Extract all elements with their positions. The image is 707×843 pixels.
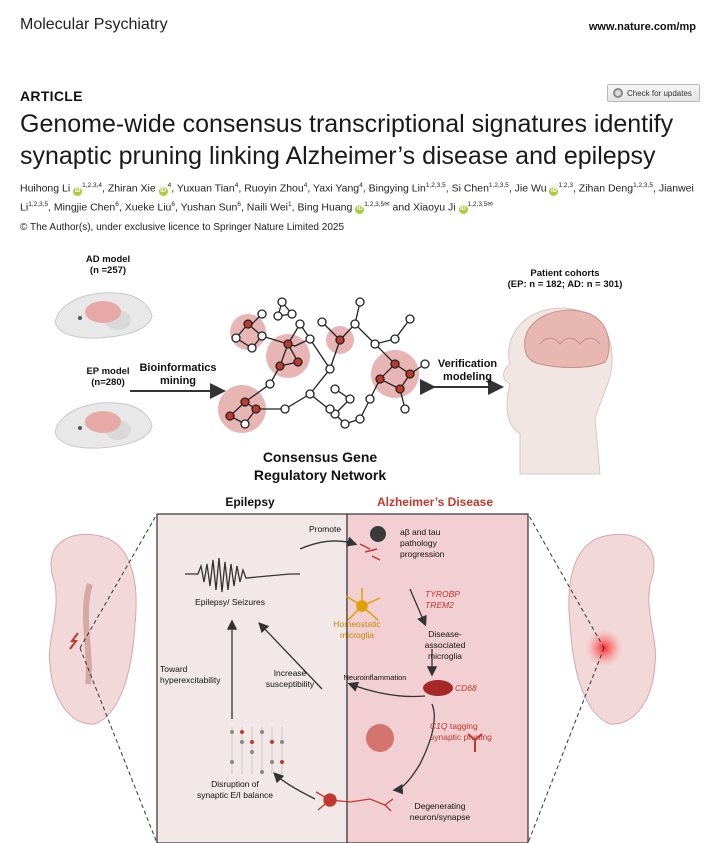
author-affiliation: 1	[288, 200, 292, 208]
author-name[interactable]: Jianwei Li	[20, 182, 694, 214]
author-name[interactable]: Huihong Li	[20, 182, 71, 195]
author-affiliation: 1,2,3,4	[82, 182, 103, 189]
journal-url[interactable]: www.nature.com/mp	[588, 21, 696, 33]
synaptic-pruning-icon	[366, 724, 394, 752]
author-name[interactable]: Bingying Lin	[368, 182, 426, 195]
author-affiliation: 1,2,3,5	[488, 182, 509, 189]
author-affiliation: 4	[167, 182, 172, 189]
author-name[interactable]: Zhiran Xie	[107, 182, 156, 195]
alzheimers-panel	[346, 513, 529, 843]
author-affiliation: 1,2,3,5	[28, 200, 49, 208]
check-for-updates-label: Check for updates	[627, 88, 692, 98]
arrow-to-degenerating	[392, 703, 435, 795]
tau-tangle-icon	[359, 543, 381, 561]
author-name[interactable]: Yuxuan Tian	[176, 182, 235, 195]
orcid-icon[interactable]: iD	[458, 205, 468, 214]
journal-name: Molecular Psychiatry	[20, 16, 168, 33]
ep-model-label: EP model(n=280)	[86, 366, 130, 388]
author-name[interactable]: Xiaoyu Ji	[412, 201, 456, 213]
author-name[interactable]: Naili Wei	[246, 201, 289, 213]
toward-hyperexcitability-label: Toward hyperexcitability	[160, 664, 221, 685]
author-name[interactable]: Si Chen	[451, 182, 489, 195]
c1q-tagging-label: C1Q tagging synaptic pruning	[430, 721, 492, 742]
alzheimers-header: Alzheimer’s Disease	[376, 495, 494, 509]
synaptic-grid-icon	[230, 727, 284, 774]
promote-label: Promote	[308, 524, 342, 534]
copyright-notice: © The Author(s), under exclusive licence…	[20, 222, 345, 233]
orcid-icon[interactable]: iD	[158, 186, 168, 196]
author-affiliation: 4	[234, 182, 239, 189]
neuroinflammation-label: Neuroinflammation	[343, 673, 407, 682]
check-for-updates-button[interactable]: Check for updates	[607, 84, 700, 102]
figure-graphics	[49, 292, 656, 843]
ad-model-label: AD model(n =257)	[85, 254, 131, 276]
article-title: Genome-wide consensus transcriptional si…	[20, 110, 674, 170]
cd68-microglia-icon	[423, 680, 453, 696]
author-name[interactable]: Yushan Sun	[180, 201, 238, 213]
author-name[interactable]: Zihan Deng	[578, 182, 634, 195]
author-affiliation: 4	[359, 182, 363, 189]
ad-mouse-illustration	[54, 292, 153, 339]
c1q-icon	[467, 733, 483, 752]
crossmark-icon	[613, 88, 623, 98]
eeg-trace	[185, 557, 300, 593]
author-name[interactable]: Ruoyin Zhou	[244, 182, 304, 195]
arrow-to-disruption	[273, 772, 316, 800]
zoom-line-right-top	[527, 513, 605, 649]
article-type-label: ARTICLE	[20, 88, 83, 104]
increase-susceptibility-label: Increase susceptibility	[265, 668, 315, 689]
epilepsy-header: Epilepsy	[225, 495, 275, 509]
promote-arrow	[299, 536, 358, 550]
patient-cohorts-label: Patient cohorts(EP: n = 182; AD: n = 301…	[507, 268, 623, 290]
arrow-increase-susceptibility	[258, 622, 323, 690]
amyloid-plaque-icon	[370, 526, 386, 542]
author-affiliation: 6	[237, 200, 241, 208]
author-list: Huihong Li iD1,2,3,4, Zhiran Xie iD4, Yu…	[20, 182, 694, 214]
right-brain-illustration	[568, 533, 656, 725]
zoom-line-right-bottom	[527, 647, 605, 843]
arrow-neuroinflammation	[347, 681, 426, 698]
author-affiliation: 1,2,3,5	[425, 182, 446, 189]
homeostatic-microglia-icon	[345, 588, 381, 621]
degenerating-neuron-label: Degenerating neuron/synapse	[409, 801, 471, 822]
author-name[interactable]: Jie Wu	[514, 182, 547, 195]
disease-microglia-label: Disease-associated microglia	[424, 629, 466, 661]
author-affiliation: 1,2,3	[558, 182, 573, 189]
epilepsy-seizures-label: Epilepsy/ Seizures	[195, 597, 265, 607]
ep-mouse-illustration	[54, 402, 153, 449]
author-affiliation: 1,2,3,5	[633, 182, 653, 189]
author-name[interactable]: Mingjie Chen	[53, 201, 116, 213]
orcid-icon[interactable]: iD	[355, 205, 365, 214]
patient-head-illustration	[503, 307, 613, 475]
abeta-tau-label: aβ and tau pathology progression	[400, 527, 445, 559]
author-name[interactable]: Bing Huang	[297, 201, 353, 213]
author-affiliation: 6	[171, 200, 176, 208]
orcid-icon[interactable]: iD	[549, 186, 559, 196]
author-affiliation: 1,2,3,5✉	[467, 200, 493, 208]
disruption-label: Disruption of synaptic E/I balance	[196, 779, 274, 800]
homeostatic-microglia-label: Homeostatic microglia	[333, 619, 381, 640]
orcid-icon[interactable]: iD	[73, 186, 83, 196]
author-affiliation: 1,2,3,5✉	[364, 200, 390, 208]
author-affiliation: 4	[303, 182, 308, 189]
graphical-abstract: AD model(n =257) EP model(n=280) Bioinfo…	[0, 244, 707, 843]
arrow-to-trem2	[409, 588, 427, 627]
degenerating-neuron-icon	[315, 791, 394, 812]
gene-network	[218, 297, 430, 433]
author-name[interactable]: Yaxi Yang	[313, 182, 360, 195]
left-brain-illustration	[49, 533, 137, 725]
cd68-label: CD68	[455, 683, 477, 693]
author-affiliation: 6	[115, 200, 119, 208]
zoom-line-left-top	[79, 513, 158, 649]
author-name[interactable]: Xueke Liu	[124, 201, 172, 213]
